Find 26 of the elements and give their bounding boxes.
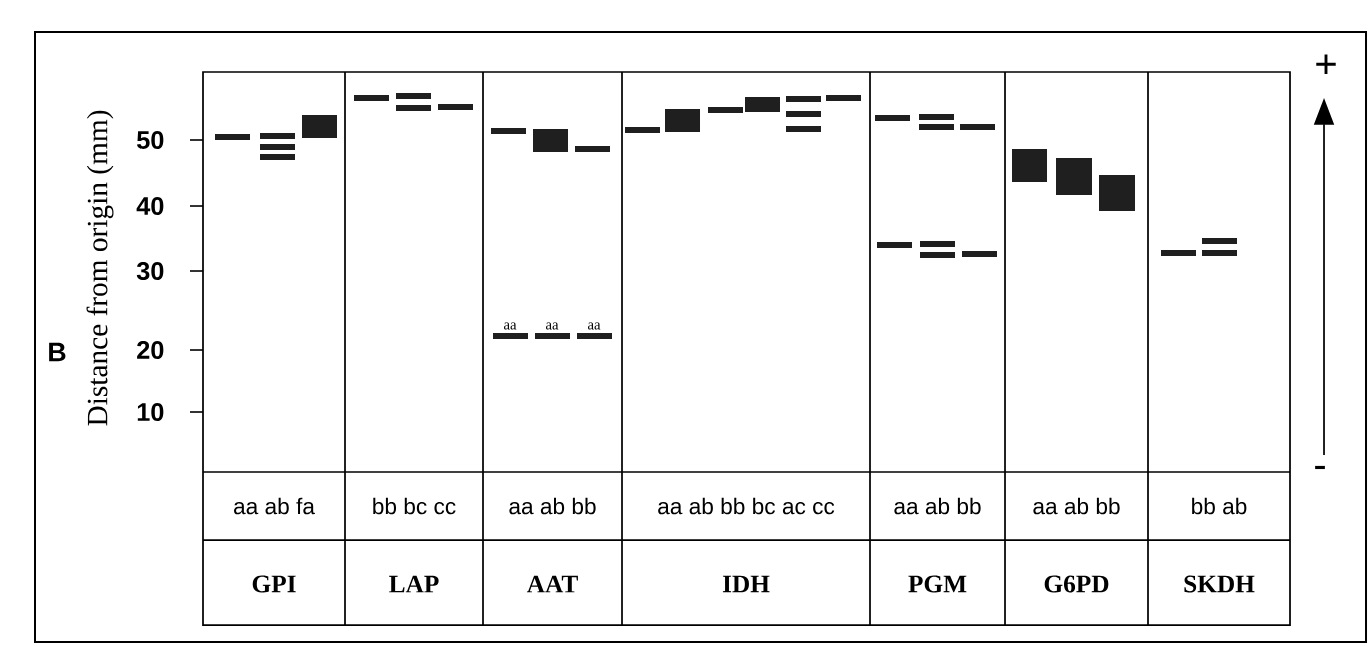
tick-label: 20 bbox=[137, 341, 164, 359]
genotype-label: aa ab bb bbox=[894, 497, 981, 515]
tick-label: 10 bbox=[137, 403, 164, 421]
genotype-label: aa ab fa bbox=[234, 497, 315, 515]
axis-label: Distance from origin (mm) bbox=[86, 110, 114, 426]
enzyme-label: LAP bbox=[389, 575, 439, 593]
enzyme-label: PGM bbox=[908, 575, 967, 593]
enzyme-label: SKDH bbox=[1184, 575, 1255, 593]
panel-letter: B bbox=[49, 342, 66, 362]
polarity-sign: - bbox=[1315, 465, 1325, 470]
enzyme-label: GPI bbox=[252, 575, 296, 593]
band-label: aa bbox=[546, 322, 559, 330]
enzyme-label: AAT bbox=[526, 575, 578, 593]
band-label: aa bbox=[504, 322, 517, 330]
genotype-label: aa ab bb bc ac cc bbox=[658, 497, 835, 515]
enzyme-label: G6PD bbox=[1044, 575, 1109, 593]
tick-label: 40 bbox=[136, 197, 164, 215]
genotype-label: aa ab bb bbox=[1033, 497, 1120, 515]
genotype-label: bb bc cc bbox=[373, 497, 456, 515]
genotype-label: bb ab bbox=[1192, 497, 1247, 515]
tick-label: 50 bbox=[137, 131, 164, 149]
tick-label: 30 bbox=[136, 262, 164, 280]
band-label: aa bbox=[588, 322, 601, 330]
enzyme-label: IDH bbox=[722, 575, 770, 593]
genotype-label: aa ab bb bbox=[509, 497, 596, 515]
polarity-sign: + bbox=[1316, 54, 1336, 75]
